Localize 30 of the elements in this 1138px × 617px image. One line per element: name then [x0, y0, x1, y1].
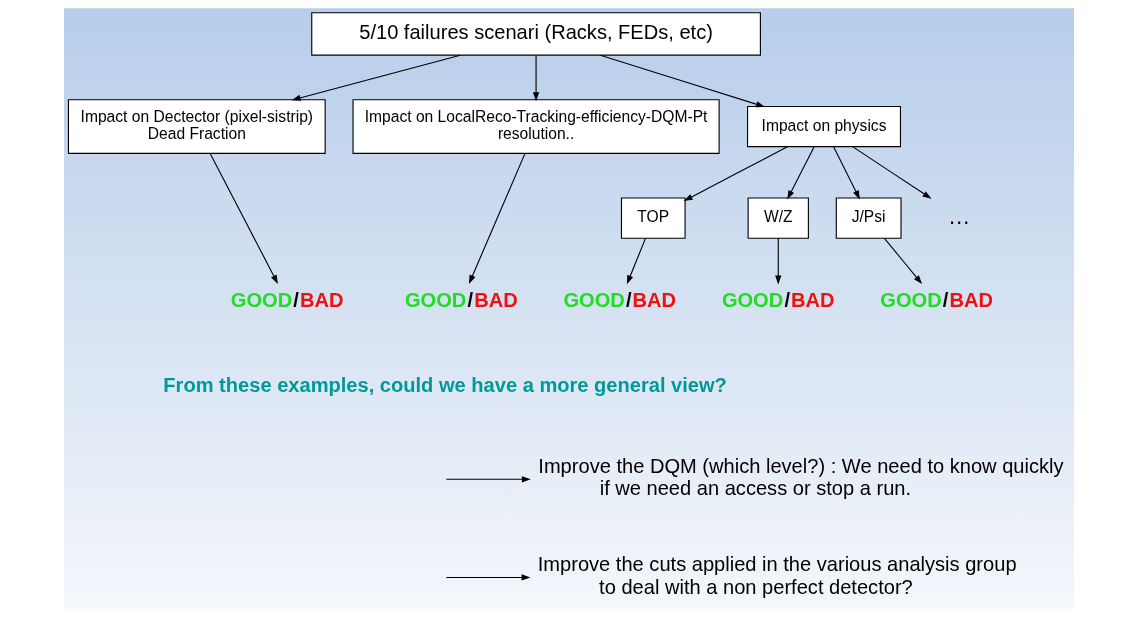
arrow [468, 152, 526, 285]
arrow [445, 476, 531, 483]
node-box: 5/10 failures scenari (Racks, FEDs, etc) [311, 12, 761, 56]
arrow [209, 152, 278, 284]
node-text: Improve the cuts applied in the various analysis group to deal with a non perfect detector? [537, 553, 1017, 598]
node-text: … [947, 203, 971, 229]
node-text: Improve the DQM (which level?) : We need to know quickly if we need an access or stop a run. [538, 455, 1064, 500]
node-text: GOOD/BAD [721, 288, 835, 311]
node-box: W/Z [747, 197, 809, 239]
arrow [683, 146, 788, 202]
node-box: Impact on Dectector (pixel-sistrip) Dead Fraction [67, 99, 326, 154]
label: From these examples, could we have a more general view? [163, 373, 727, 396]
node-box: TOP [620, 197, 686, 239]
arrow [599, 54, 765, 108]
node-text: GOOD/BAD [880, 288, 994, 311]
arrow [787, 146, 815, 200]
arrow [445, 574, 531, 581]
arrow [532, 55, 540, 102]
arrow [775, 237, 782, 285]
arrow [291, 54, 461, 101]
arrow [852, 146, 932, 199]
node-box: J/Psi [835, 197, 902, 239]
arrow [883, 237, 923, 285]
node-text: GOOD/BAD [230, 288, 344, 311]
node-text: GOOD/BAD [563, 288, 677, 311]
arrow [626, 237, 647, 285]
arrow [833, 146, 860, 200]
node-text: GOOD/BAD [404, 288, 518, 311]
node-box: Impact on physics [747, 105, 901, 148]
node-box: Impact on LocalReco-Tracking-efficiency-DQM-Pt resolution.. [352, 99, 720, 154]
